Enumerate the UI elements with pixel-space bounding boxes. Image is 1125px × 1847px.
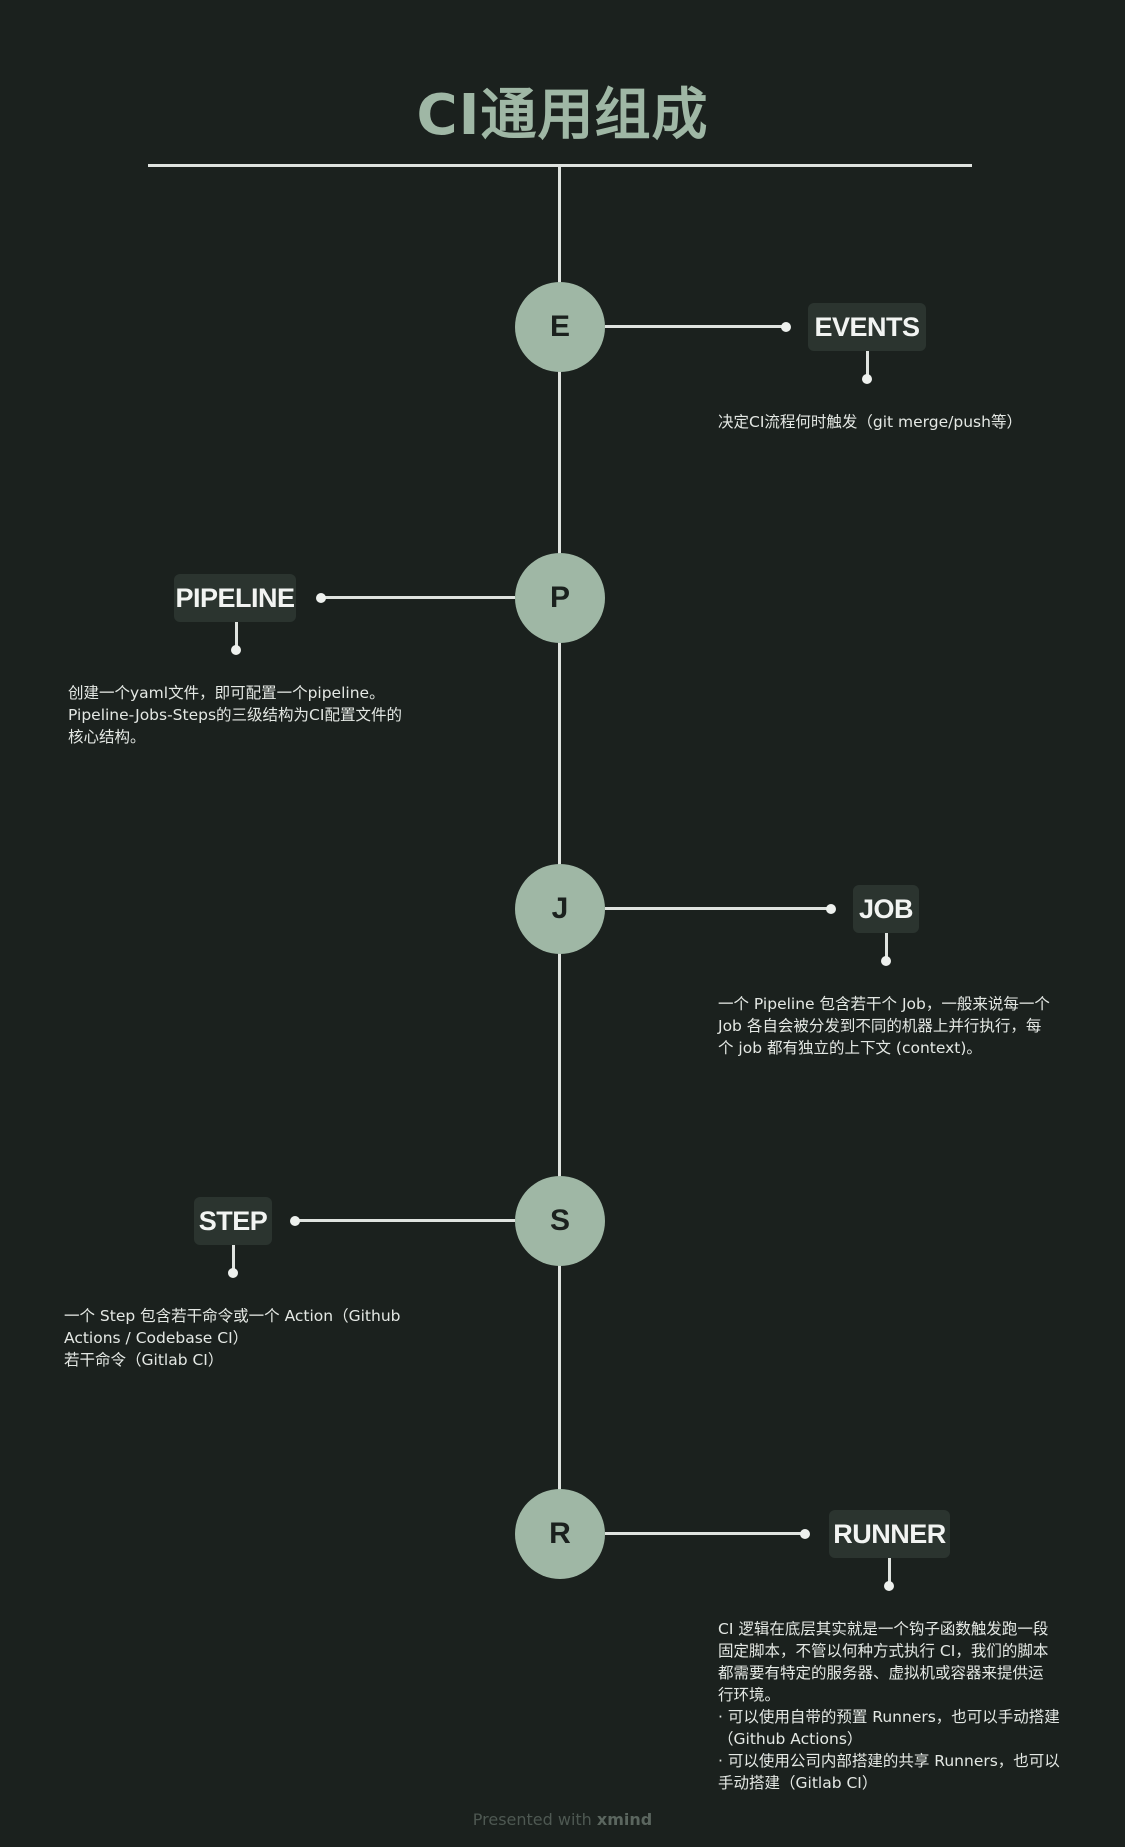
- diagram-title: CI通用组成: [416, 83, 709, 148]
- desc-link-step: [232, 1245, 235, 1271]
- topic-description-runner: CI 逻辑在底层其实就是一个钩子函数触发跑一段 固定脚本，不管以何种方式执行 C…: [718, 1620, 1060, 1792]
- desc-dot-runner: [884, 1581, 894, 1591]
- topic-description-events: 决定CI流程何时触发（git merge/push等）: [718, 413, 1022, 431]
- node-circle-pipeline[interactable]: P: [515, 553, 605, 643]
- footer-prefix: Presented with: [472, 1810, 597, 1829]
- connector-pipeline: [322, 596, 515, 599]
- desc-dot-step: [228, 1268, 238, 1278]
- topic-description-job: 一个 Pipeline 包含若干个 Job，一般来说每一个 Job 各自会被分发…: [718, 995, 1050, 1057]
- node-circle-events[interactable]: E: [515, 282, 605, 372]
- connector-runner: [605, 1532, 806, 1535]
- presented-with-footer: Presented with xmind: [0, 1810, 1125, 1829]
- connector-events: [605, 325, 787, 328]
- node-circle-runner[interactable]: R: [515, 1489, 605, 1579]
- desc-dot-job: [881, 956, 891, 966]
- topic-label-step[interactable]: STEP: [194, 1197, 272, 1245]
- connector-step: [296, 1219, 515, 1222]
- xmind-brand: xmind: [596, 1810, 653, 1829]
- node-circle-job[interactable]: J: [515, 864, 605, 954]
- topic-description-pipeline: 创建一个yaml文件，即可配置一个pipeline。 Pipeline-Jobs…: [68, 684, 402, 746]
- desc-link-events: [866, 351, 869, 377]
- connector-dot-runner: [800, 1529, 810, 1539]
- topic-description-step: 一个 Step 包含若干命令或一个 Action（Github Actions …: [64, 1307, 401, 1369]
- connector-dot-pipeline: [316, 593, 326, 603]
- connector-dot-job: [826, 904, 836, 914]
- desc-link-runner: [888, 1558, 891, 1584]
- topic-label-events[interactable]: EVENTS: [808, 303, 926, 351]
- desc-dot-events: [862, 374, 872, 384]
- desc-link-pipeline: [235, 622, 238, 648]
- topic-label-pipeline[interactable]: PIPELINE: [174, 574, 296, 622]
- connector-job: [605, 907, 832, 910]
- desc-dot-pipeline: [231, 645, 241, 655]
- desc-link-job: [885, 933, 888, 959]
- connector-dot-step: [290, 1216, 300, 1226]
- topic-label-runner[interactable]: RUNNER: [829, 1510, 950, 1558]
- connector-dot-events: [781, 322, 791, 332]
- topic-label-job[interactable]: JOB: [853, 885, 919, 933]
- node-circle-step[interactable]: S: [515, 1176, 605, 1266]
- timeline-spine: [558, 164, 561, 1534]
